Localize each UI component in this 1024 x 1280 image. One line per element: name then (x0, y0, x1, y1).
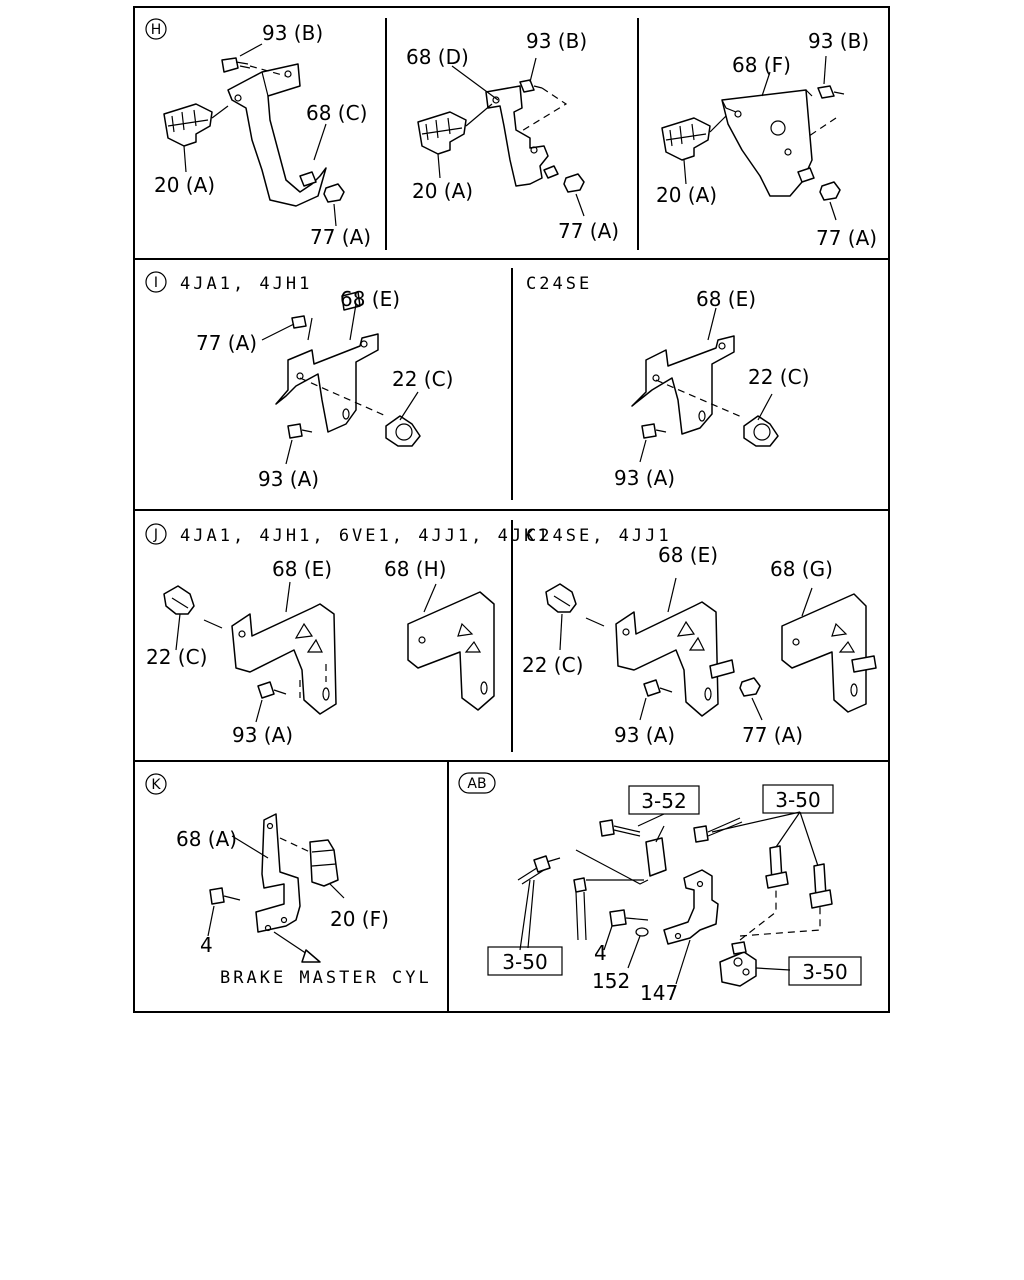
section-h-panel-2-label-93b: 93 (B) (526, 29, 587, 53)
section-i-left-label-93a: 93 (A) (258, 467, 319, 491)
section-ab-box-3-50-right: 3-50 (802, 960, 847, 984)
section-k-label-20f: 20 (F) (330, 907, 389, 931)
section-j: J 4JA1, 4JH1, 6VE1, 4JJ1, 4JK1 68 (E) (145, 523, 877, 747)
section-i-right-label-22c: 22 (C) (748, 365, 809, 389)
section-h-panel-1-label-20a: 20 (A) (154, 173, 215, 197)
section-ab-box-3-50-top: 3-50 (775, 788, 820, 812)
section-k-marker: K (151, 777, 161, 793)
section-ab-marker: AB (467, 776, 486, 792)
section-h-panel-2-label-20a: 20 (A) (412, 179, 473, 203)
section-i-left-subtitle: 4JA1, 4JH1 (180, 274, 312, 294)
section-h-panel-2-label-68d: 68 (D) (406, 45, 469, 69)
section-j-right-label-22c: 22 (C) (522, 653, 583, 677)
section-i-marker-circle (145, 271, 167, 293)
section-ab-box-3-50-left-frame (487, 946, 563, 976)
section-h-panel-2-label-77a: 77 (A) (558, 219, 619, 243)
section-j-left-label-68e: 68 (E) (272, 557, 332, 581)
section-k: K 68 (A) 20 (F) 4 BRAKE MASTER CYL (145, 773, 432, 988)
section-j-left-subtitle: 4JA1, 4JH1, 6VE1, 4JJ1, 4JK1 (180, 526, 551, 546)
section-j-right-label-77a: 77 (A) (742, 723, 803, 747)
section-h-panel-1-drawing (163, 43, 345, 227)
section-ab-box-3-50-right-frame (788, 956, 862, 986)
section-k-label-4: 4 (200, 933, 213, 957)
section-ab-label-152: 152 (592, 969, 630, 993)
section-i-right-label-93a: 93 (A) (614, 466, 675, 490)
section-j-left-label-68h: 68 (H) (384, 557, 446, 581)
section-i-left-label-77a: 77 (A) (196, 331, 257, 355)
section-j-marker-circle (145, 523, 167, 545)
frame-lines (133, 6, 890, 1013)
section-k-marker-circle (145, 773, 167, 795)
section-h-panel-1-label-93b: 93 (B) (262, 21, 323, 45)
section-i-right-drawing (631, 307, 779, 463)
section-i-right-subtitle: C24SE (526, 274, 592, 294)
section-h-panel-3-label-77a: 77 (A) (816, 226, 877, 250)
section-ab-drawing (517, 811, 833, 987)
section-k-drawing (207, 813, 345, 963)
section-h-panel-1-label-77a: 77 (A) (310, 225, 371, 249)
section-j-right-label-68e: 68 (E) (658, 543, 718, 567)
section-j-right-label-93a: 93 (A) (614, 723, 675, 747)
section-j-right-label-68g: 68 (G) (770, 557, 833, 581)
section-h-panel-1-label-68c: 68 (C) (306, 101, 367, 125)
section-h-marker-circle (145, 18, 167, 40)
section-i-left-drawing (261, 291, 421, 465)
section-ab-box-3-52: 3-52 (641, 789, 686, 813)
section-k-label-68a: 68 (A) (176, 827, 237, 851)
section-k-note: BRAKE MASTER CYL (220, 968, 432, 988)
section-i-left-label-22c: 22 (C) (392, 367, 453, 391)
section-ab-label-147: 147 (640, 981, 678, 1005)
section-i-right-label-68e: 68 (E) (696, 287, 756, 311)
section-ab-label-4: 4 (594, 941, 607, 965)
section-ab-marker-frame (458, 772, 496, 794)
section-j-left-label-22c: 22 (C) (146, 645, 207, 669)
section-i-marker: I (154, 275, 158, 291)
section-i: I 4JA1, 4JH1 68 (E) 77 (A) 22 (C) 93 (A)… (145, 271, 809, 491)
section-h-panel-3-label-93b: 93 (B) (808, 29, 869, 53)
section-h-panel-3-label-20a: 20 (A) (656, 183, 717, 207)
section-j-left-drawing (163, 581, 495, 723)
section-j-right-subtitle: C24SE, 4JJ1 (526, 526, 672, 546)
section-i-left-label-68e: 68 (E) (340, 287, 400, 311)
section-j-right-drawing (545, 577, 877, 721)
section-ab: AB 3-52 3-50 3-50 3-50 (458, 772, 862, 1005)
section-ab-box-3-50-left: 3-50 (502, 950, 547, 974)
section-h-panel-3-label-68f: 68 (F) (732, 53, 791, 77)
section-j-marker: J (153, 527, 158, 543)
section-h-panel-3-drawing (661, 55, 845, 221)
section-h-panel-2-drawing (417, 57, 585, 217)
section-h: H 93 (B) 68 (C) 20 (A) 77 (A) (145, 18, 877, 250)
section-j-left-label-93a: 93 (A) (232, 723, 293, 747)
section-h-marker: H (151, 22, 162, 38)
